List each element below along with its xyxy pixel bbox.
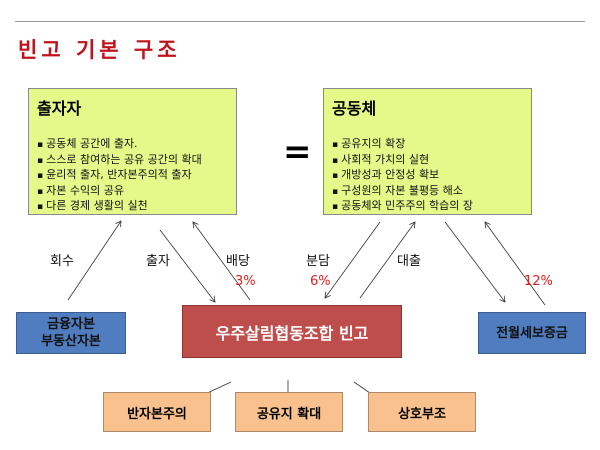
investor-box: 출자자 공동체 공간에 출자. 스스로 참여하는 공유 공간의 확대 윤리적 출… — [28, 88, 237, 215]
loan-arrow — [359, 222, 415, 299]
community-box: 공동체 공유지의 확장 사회적 가치의 실현 개방성과 안정성 확보 구성원의 … — [323, 88, 532, 215]
center-cooperative-box: 우주살림협동조합 빈고 — [182, 305, 402, 358]
loan-label: 대출 — [397, 254, 421, 269]
contribution-label: 분담 — [306, 254, 330, 269]
dividend-rate: 3% — [235, 274, 256, 289]
community-bullet: 구성원의 자본 불평등 해소 — [332, 184, 523, 200]
recovery-arrow — [67, 221, 121, 301]
deposit-rate: 12% — [524, 274, 553, 289]
outcome-mutual-aid: 상호부조 — [368, 392, 476, 432]
investment-label: 출자 — [146, 254, 170, 269]
investor-bullet: 윤리적 출자, 반자본주의적 출자 — [37, 168, 228, 184]
deposit-return-arrow — [485, 222, 546, 306]
title-divider — [15, 21, 585, 22]
page-title: 빈고 기본 구조 — [18, 38, 181, 62]
investor-bullet: 자본 수익의 공유 — [37, 184, 228, 200]
investor-bullet: 스스로 참여하는 공유 공간의 확대 — [37, 153, 228, 169]
finance-capital-line: 금융자본 — [47, 317, 95, 332]
equals-sign: = — [283, 132, 312, 172]
recovery-label: 회수 — [50, 254, 74, 269]
investment-arrow — [159, 229, 215, 302]
investor-bullet: 공동체 공간에 출자. — [37, 137, 228, 153]
community-bullet: 공유지의 확장 — [332, 137, 523, 153]
deposit-box: 전월세보증금 — [478, 312, 586, 354]
community-bullet: 사회적 가치의 실현 — [332, 153, 523, 169]
community-bullet: 공동체와 민주주의 학습의 장 — [332, 199, 523, 215]
investor-bullet: 다른 경제 생활의 실천 — [37, 199, 228, 215]
contribution-arrow — [325, 221, 381, 298]
community-bullet: 개방성과 안정성 확보 — [332, 168, 523, 184]
investor-heading: 출자자 — [37, 99, 82, 118]
outcome-commons-expansion: 공유지 확대 — [235, 392, 343, 432]
deposit-out-arrow — [444, 221, 505, 302]
outcome-anti-capitalism: 반자본주의 — [103, 392, 211, 432]
community-heading: 공동체 — [332, 99, 377, 118]
contribution-rate: 6% — [310, 274, 331, 289]
dividend-label: 배당 — [226, 254, 250, 269]
dividend-arrow — [193, 222, 251, 301]
real-estate-capital-line: 부동산자본 — [41, 334, 101, 349]
